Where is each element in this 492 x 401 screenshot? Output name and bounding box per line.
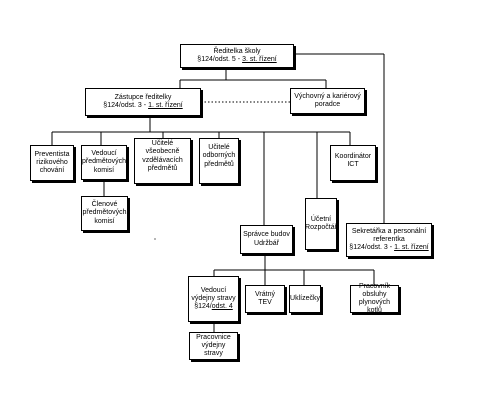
node-line: předmětových: [82, 209, 127, 217]
node-line: Pracovník: [358, 282, 391, 290]
node-uklizecky[interactable]: Uklízečky: [289, 285, 321, 313]
node-subtitle: §124/odst. 5 - 3. st. řízení: [197, 56, 276, 64]
node-line: Koordinátor: [334, 153, 372, 160]
node-pracovnice-vydejny[interactable]: Pracovnice výdejny stravy: [189, 332, 238, 360]
node-title: Ředitelka školy: [213, 47, 261, 55]
node-line: výdejny stravy: [201, 341, 226, 358]
node-ucitele-vseobecne[interactable]: Učitelé všeobecně vzdělávacích předmětů: [134, 138, 191, 184]
node-line: obsluhy plynových: [358, 290, 391, 306]
node-line: ICT: [347, 161, 359, 169]
node-line: Učitelé: [208, 144, 230, 151]
node-clenove-komisi[interactable]: Členové předmětových komisí: [81, 196, 128, 231]
node-line: vzdělávacích: [142, 156, 183, 164]
node-line: předmětů: [204, 160, 234, 168]
node-line: komisí: [93, 166, 115, 174]
node-subtitle: §124/odst. 4: [194, 303, 233, 311]
node-line: Preventista: [34, 150, 70, 158]
node-spravce-budov[interactable]: Správce budov Udržbář: [240, 225, 293, 254]
node-ucitele-odbornych[interactable]: Učitelé odborných předmětů: [199, 138, 239, 184]
node-line: Udržbář: [254, 239, 279, 247]
node-line: Uklízečky: [290, 294, 320, 302]
node-pracovnik-kotlu[interactable]: Pracovník obsluhy plynových kotlů: [350, 282, 399, 315]
node-line: předmětů: [147, 164, 178, 172]
node-line: předmětových: [82, 158, 126, 166]
node-line: Vedoucí: [200, 286, 227, 294]
node-vratny-tev[interactable]: Vrátný TEV: [245, 285, 285, 313]
node-reditelka-skoly[interactable]: Ředitelka školy §124/odst. 5 - 3. st. ří…: [180, 44, 294, 68]
node-sekretarka[interactable]: Sekretářka a personální referentka §124/…: [346, 223, 432, 257]
sub-prefix: §124/: [194, 303, 212, 311]
node-line: Vrátný TEV: [255, 290, 275, 306]
node-line: komisí: [94, 217, 115, 225]
node-line: Členové: [91, 201, 118, 209]
node-line: chování: [39, 167, 65, 175]
node-line: rizikového: [36, 158, 68, 166]
stray-dot: [154, 238, 156, 240]
node-vedouci-vydejny[interactable]: Vedoucí výdejny stravy §124/odst. 4: [188, 276, 239, 322]
node-koordinator-ict[interactable]: Koordinátor ICT: [330, 145, 376, 181]
node-vedouci-komisi[interactable]: Vedoucí předmětových komisí: [81, 145, 127, 180]
node-ucetni-rozpoctar[interactable]: Účetní Rozpočtář: [305, 198, 337, 250]
node-subtitle: §124/odst. 3 - 1. st. řízení: [103, 102, 182, 110]
node-line: poradce: [314, 101, 341, 108]
node-line: Výchovný a kariérový: [294, 92, 361, 100]
sub-underlined: 1. st. řízení: [394, 244, 429, 252]
node-line: výdejny stravy: [191, 294, 236, 302]
node-vychovny-poradce[interactable]: Výchovný a kariérový poradce: [290, 88, 365, 114]
node-line: Sekretářka a personální: [351, 227, 427, 235]
node-line: Pracovnice: [196, 333, 231, 341]
node-line: Správce budov: [243, 231, 290, 239]
node-line: Vedoucí: [91, 150, 117, 158]
sub-underlined: 1. st. řízení: [148, 102, 183, 109]
node-line: Účetní: [310, 215, 332, 223]
node-line: odborných: [202, 152, 236, 160]
node-zastupce-reditelky[interactable]: Zástupce ředitelky §124/odst. 3 - 1. st.…: [85, 88, 201, 116]
node-preventista[interactable]: Preventista rizikového chování: [30, 145, 74, 181]
node-line: Rozpočtář: [305, 224, 337, 231]
node-line: Učitelé všeobecně: [145, 140, 180, 156]
sub-prefix: §124/odst. 5 -: [197, 56, 243, 63]
node-line: referentka: [373, 235, 405, 243]
node-subtitle: §124/odst. 3 - 1. st. řízení: [349, 244, 428, 252]
sub-prefix: §124/odst. 3 -: [103, 102, 149, 109]
sub-prefix: §124/odst. 3 -: [349, 244, 395, 252]
sub-underlined: odst. 4: [211, 303, 233, 311]
node-title: Zástupce ředitelky: [114, 93, 172, 101]
node-line: kotlů: [367, 307, 382, 315]
sub-underlined: 3. st. řízení: [242, 56, 277, 63]
